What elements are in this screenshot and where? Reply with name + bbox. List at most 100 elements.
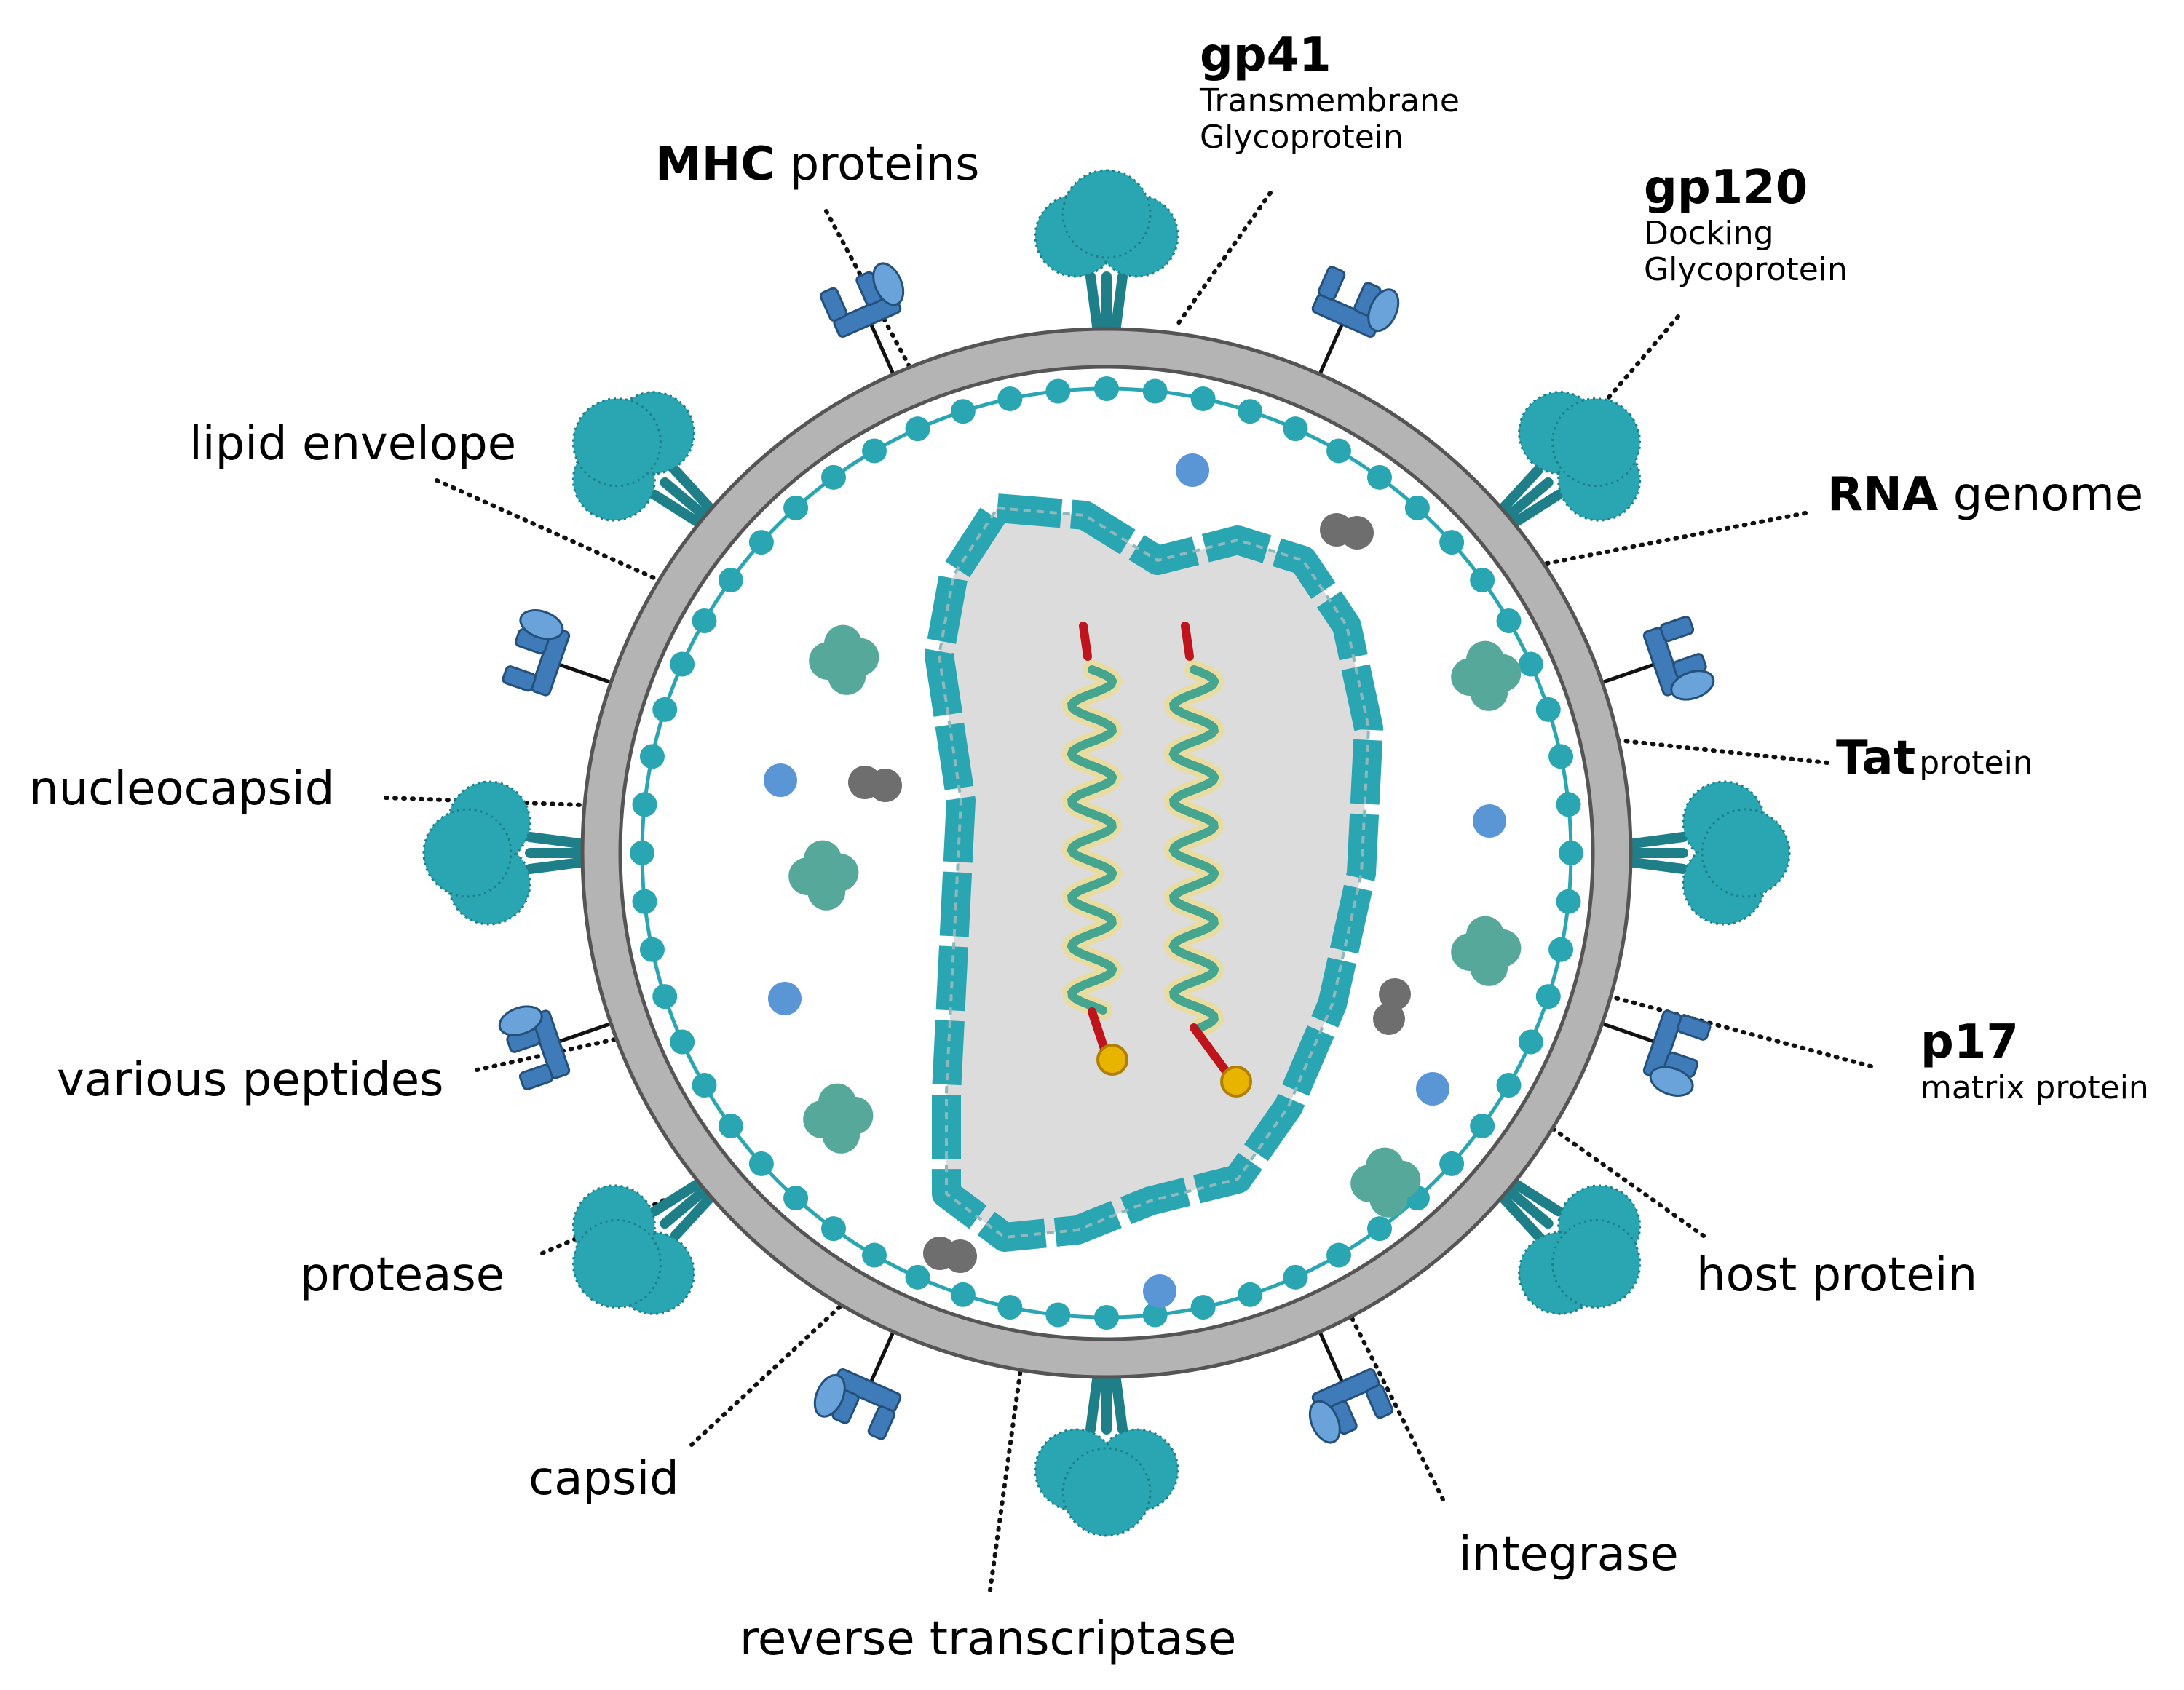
label-gp120-line1: Docking	[1644, 214, 1774, 252]
matrix-protein-bead	[905, 1264, 930, 1290]
label-rna-genome: RNA genome	[1827, 468, 2144, 523]
gp120-lobe	[1061, 169, 1152, 259]
matrix-protein-bead	[1439, 1151, 1465, 1176]
matrix-protein-bead	[1326, 438, 1351, 464]
matrix-protein-bead	[783, 1186, 809, 1211]
gp120-gp41-spike	[1483, 1167, 1642, 1315]
matrix-protein-bead	[1238, 399, 1263, 424]
matrix-protein-bead	[1045, 1302, 1071, 1328]
peptide	[764, 763, 797, 797]
mhc-arm	[867, 1405, 895, 1440]
matrix-protein-bead	[1142, 1302, 1168, 1328]
matrix-protein-bead	[1496, 1073, 1522, 1098]
matrix-protein-bead	[820, 464, 846, 490]
matrix-protein-bead	[1439, 530, 1465, 555]
matrix-protein-bead	[652, 697, 678, 722]
label-p17: p17 matrix protein	[1920, 1015, 2149, 1106]
label-tat-bold: Tat	[1836, 731, 1916, 785]
matrix-protein-bead	[1535, 984, 1561, 1009]
matrix-protein-bead	[1559, 841, 1583, 865]
label-mhc-bold: MHC	[655, 138, 775, 191]
mhc-arm	[819, 287, 848, 322]
protease-cluster	[1350, 1147, 1421, 1218]
matrix-protein-bead	[1367, 1216, 1393, 1242]
matrix-protein-bead	[862, 438, 887, 464]
gp120-gp41-spike	[1483, 391, 1642, 539]
mhc-beta2	[519, 609, 564, 640]
matrix-protein-bead	[783, 495, 809, 520]
label-lipid-envelope: lipid envelope	[189, 417, 517, 471]
protease-cluster	[1451, 640, 1522, 711]
capsid-outline	[937, 506, 1371, 1239]
rna-5prime-end	[1181, 622, 1194, 661]
label-nucleocapsid: nucleocapsid	[29, 762, 335, 816]
host-protein	[923, 1237, 977, 1273]
rna-strand	[1067, 665, 1117, 1015]
matrix-protein-bead	[1556, 889, 1581, 914]
mhc-beta2	[1367, 288, 1400, 333]
matrix-protein-bead	[692, 1073, 717, 1098]
gp120-gp41-spike	[1034, 169, 1179, 354]
matrix-protein-bead	[1190, 386, 1216, 411]
matrix-protein-bead	[748, 530, 774, 555]
gp120-gp41-spike	[1034, 1352, 1179, 1537]
rna-3prime-end	[1190, 1023, 1235, 1082]
matrix-protein-bead	[670, 651, 695, 677]
matrix-protein-bead	[1518, 651, 1543, 677]
rna-strand	[1168, 665, 1219, 1032]
protein-subunit	[1361, 1162, 1400, 1201]
host-subunit	[869, 769, 902, 802]
matrix-protein-bead	[950, 1282, 976, 1307]
protein-subunit	[1462, 931, 1500, 969]
matrix-protein-bead	[820, 1216, 846, 1242]
mhc-arm	[1318, 266, 1346, 301]
matrix-protein-bead	[639, 744, 665, 769]
label-gp41-title: gp41	[1200, 28, 1332, 82]
rna-strand-right	[1163, 622, 1252, 1098]
matrix-protein-bead	[632, 889, 657, 914]
matrix-protein-bead	[1548, 937, 1574, 962]
matrix-protein-bead	[1548, 744, 1574, 769]
gp120-lobe	[1551, 397, 1642, 488]
mhc-arm	[502, 665, 537, 692]
peptide	[768, 982, 802, 1015]
peptide	[1176, 453, 1209, 487]
matrix-protein-bead	[1283, 416, 1308, 442]
mhc-beta2	[1308, 1400, 1341, 1444]
envelope-band	[582, 329, 1631, 1377]
label-host-protein: host protein	[1696, 1248, 1977, 1302]
label-gp120-line2: Glycoprotein	[1644, 251, 1848, 289]
matrix-protein-bead	[997, 386, 1023, 411]
gp120-lobe	[422, 808, 513, 898]
rna-5prime-end	[1079, 622, 1092, 661]
protein-subunit	[820, 640, 858, 678]
matrix-protein-bead	[1470, 1114, 1495, 1139]
rna-cap	[1096, 1044, 1128, 1076]
mhc-protein	[1303, 266, 1400, 408]
label-rna-rest: genome	[1952, 468, 2144, 522]
label-p17-sub: matrix protein	[1920, 1068, 2149, 1106]
matrix-protein-bead	[670, 1029, 695, 1055]
protease-cluster	[788, 840, 859, 911]
host-protein	[848, 766, 902, 802]
label-various-peptides: various peptides	[57, 1053, 444, 1107]
rna-strand-left	[1061, 622, 1128, 1076]
label-reverse-transcriptase: reverse transcriptase	[740, 1612, 1237, 1666]
mhc-beta2	[498, 1005, 543, 1036]
matrix-protein-bead	[1470, 567, 1495, 592]
protein-subunit	[1462, 656, 1500, 694]
capsid	[925, 493, 1383, 1252]
mhc-arm	[1365, 1384, 1394, 1419]
matrix-protein-bead	[1283, 1264, 1308, 1290]
matrix-protein-bead	[632, 792, 657, 817]
rna-cap	[1220, 1066, 1252, 1098]
matrix-protein-bead	[1518, 1029, 1543, 1055]
host-protein	[1320, 513, 1374, 550]
label-rna-bold: RNA	[1827, 468, 1939, 522]
gp120-lobe	[571, 1218, 662, 1309]
matrix-protein-bead	[1367, 464, 1393, 490]
peptide	[1416, 1072, 1449, 1106]
protease-cluster	[1451, 916, 1522, 986]
protein-subunit	[799, 855, 838, 894]
